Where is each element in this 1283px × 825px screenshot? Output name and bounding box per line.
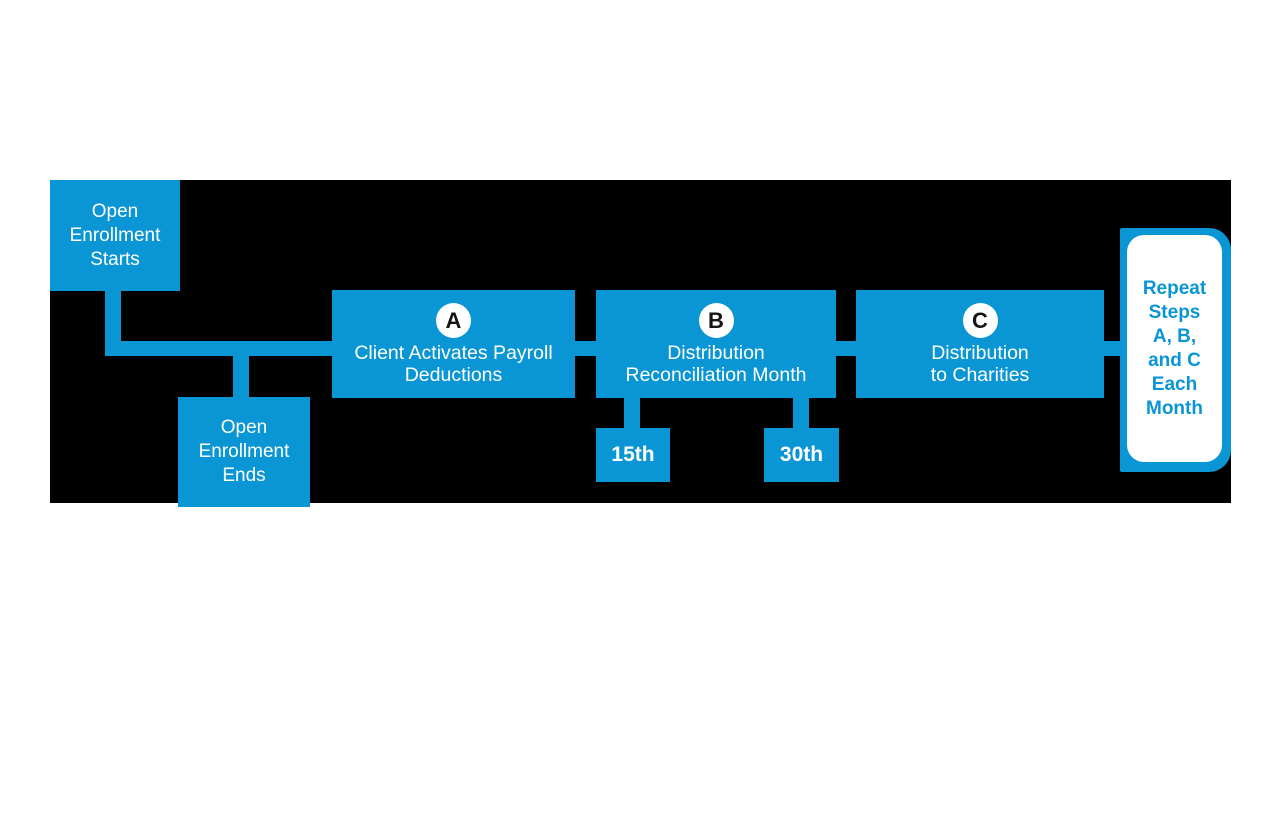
node-repeat-steps: Repeat Steps A, B, and C Each Month — [1120, 228, 1231, 472]
step-c-badge: C — [962, 303, 998, 338]
node-text-line: to Charities — [930, 364, 1030, 386]
connector-a-to-b — [574, 341, 596, 356]
node-step-b: B Distribution Reconciliation Month — [596, 290, 836, 398]
node-text-line: Open — [220, 417, 268, 438]
node-text-line: Ends — [222, 465, 266, 486]
node-open-enrollment-starts: Open Enrollment Starts — [50, 180, 180, 291]
node-step-a: A Client Activates Payroll Deductions — [332, 290, 575, 398]
node-text-line: Open — [91, 200, 139, 222]
connector-b-to-c — [836, 341, 856, 356]
node-date-15th: 15th — [596, 428, 670, 482]
node-text-line: Repeat — [1142, 277, 1207, 299]
connector-starts-down — [105, 290, 121, 343]
node-text-line: Each — [1151, 373, 1198, 395]
node-step-c: C Distribution to Charities — [856, 290, 1104, 398]
node-text-line: Enrollment — [198, 441, 290, 462]
step-a-badge: A — [436, 303, 471, 338]
node-text-line: Distribution — [667, 342, 765, 364]
connector-main-horizontal — [105, 341, 333, 356]
step-b-badge: B — [698, 303, 734, 338]
node-text-line: Starts — [90, 248, 140, 270]
node-text-line: and C — [1148, 349, 1201, 371]
node-text-line: Enrollment — [69, 224, 161, 246]
node-text-line: Client Activates Payroll — [354, 342, 553, 364]
repeat-steps-text: Repeat Steps A, B, and C Each Month — [1127, 235, 1222, 462]
node-text-line: Distribution — [931, 342, 1029, 364]
connector-c-to-repeat — [1104, 341, 1121, 356]
connector-ends-down — [233, 354, 249, 398]
node-text-line: Month — [1146, 397, 1203, 419]
connector-b-to-30th — [793, 397, 809, 429]
node-date-30th: 30th — [764, 428, 839, 482]
node-text-line: Deductions — [404, 364, 503, 386]
node-text-line: Reconciliation Month — [625, 364, 807, 386]
node-text-line: A, B, — [1152, 325, 1197, 347]
connector-b-to-15th — [624, 397, 640, 429]
node-open-enrollment-ends: Open Enrollment Ends — [178, 397, 310, 507]
node-text-line: Steps — [1148, 301, 1201, 323]
